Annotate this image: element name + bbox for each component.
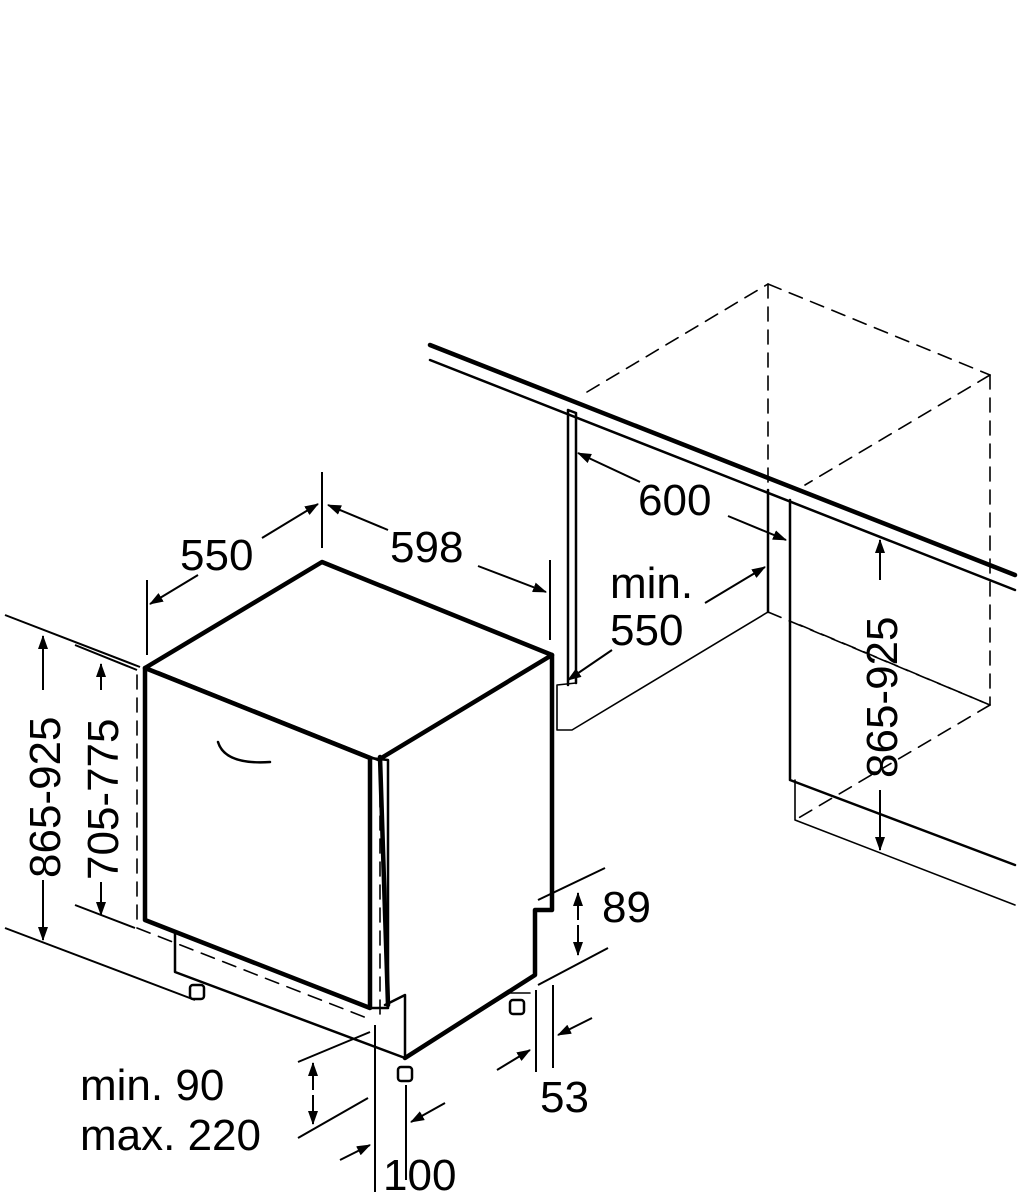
niche-min-value: 550 — [610, 606, 683, 655]
ext-line-door-top — [74, 644, 138, 671]
dishwasher-base-back — [404, 992, 531, 1059]
dishwasher: 550 598 865-925 705-775 — [4, 472, 651, 1200]
countertop-edge-bottom — [428, 358, 1017, 592]
foot-back-right — [508, 998, 526, 1016]
plinth-range-dimension — [297, 1031, 371, 1139]
ext-line-height-bottom — [4, 927, 196, 1001]
plinth-height-dimension — [537, 867, 609, 986]
dishwasher-door-edge — [368, 756, 390, 1010]
width-top-dimension — [149, 503, 319, 605]
dishwasher-door — [142, 665, 373, 1011]
left-cabinet-panel — [566, 408, 578, 687]
plinth-depth-dimension — [496, 985, 593, 1072]
foot-offset-dimension — [339, 1025, 446, 1192]
door-height-label: 705-775 — [79, 719, 128, 880]
foot-front-right — [396, 1065, 414, 1083]
appliance-height-label: 865-925 — [21, 717, 70, 878]
plinth-max-label: max. 220 — [80, 1111, 261, 1160]
width-top-label: 550 — [180, 531, 253, 580]
dishwasher-right-side — [377, 652, 555, 1061]
plinth-depth-label: 53 — [540, 1073, 589, 1122]
right-cabinet-plinth — [794, 779, 1016, 906]
depth-top-label: 598 — [390, 523, 463, 572]
left-cabinet-plinth — [556, 611, 769, 731]
foot-offset-label: 100 — [383, 1151, 456, 1200]
door-handle — [216, 740, 272, 764]
plinth-height-label: 89 — [602, 883, 651, 932]
right-cabinet-panel — [766, 488, 1017, 867]
countertop-edge-top — [427, 342, 1018, 578]
niche-height-label: 865-925 — [858, 617, 907, 778]
plinth-min-label: min. 90 — [80, 1061, 224, 1110]
foot-front-left — [188, 983, 206, 1001]
niche-width-label: 600 — [638, 476, 711, 525]
niche-min-label: min. — [610, 559, 693, 608]
kitchen-niche: 600 min. 550 865-925 — [427, 283, 1018, 906]
niche-width-dimension — [577, 452, 787, 541]
dishwasher-top — [142, 559, 555, 671]
ext-line-height-top — [4, 614, 141, 668]
ext-line-door-bottom — [74, 904, 136, 929]
niche-depth-dimension — [567, 566, 766, 681]
dishwasher-door-dashed — [136, 674, 381, 1021]
depth-top-dimension — [327, 504, 547, 593]
niche-dashed-outline — [586, 283, 991, 821]
